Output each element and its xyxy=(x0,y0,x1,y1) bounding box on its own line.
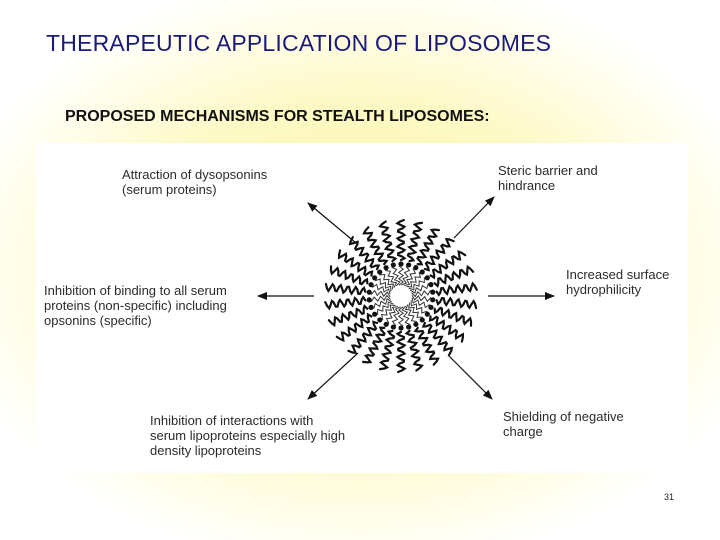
peg-chain xyxy=(413,326,440,366)
lipid-head xyxy=(377,317,383,323)
label-shielding-negative-charge: Shielding of negative charge xyxy=(503,409,624,439)
lipid-tail xyxy=(410,300,428,314)
peg-chain xyxy=(378,220,398,263)
lipid-tail xyxy=(407,302,423,319)
lipid-head xyxy=(366,297,372,303)
peg-chain xyxy=(435,296,478,310)
lipid-tail xyxy=(410,283,429,294)
label-steric-barrier: Steric barrier and hindrance xyxy=(498,163,598,193)
liposome-graphic xyxy=(324,218,478,374)
arrow-inhibition-lipoproteins xyxy=(307,352,359,400)
lipid-tail xyxy=(385,306,398,324)
lipid-tail xyxy=(391,266,401,287)
lipid-head xyxy=(413,265,419,271)
lipid-tail xyxy=(391,306,401,327)
lipid-tail xyxy=(404,268,417,286)
lipid-head xyxy=(424,311,430,317)
peg-chain xyxy=(324,282,367,296)
lipid-tail xyxy=(371,283,391,295)
peg-chain xyxy=(404,329,424,372)
label-attraction-of-dysopsonins: Attraction of dysopsonins (serum protein… xyxy=(122,167,268,197)
lipid-tail xyxy=(411,297,431,309)
stealth-liposome-figure: Attraction of dysopsonins (serum protein… xyxy=(36,143,688,473)
peg-chain xyxy=(395,330,407,374)
lipid-tail xyxy=(371,294,391,303)
lipid-tail xyxy=(370,289,391,298)
lipid-tail xyxy=(404,304,417,322)
lipid-head xyxy=(368,304,374,310)
lipid-tail xyxy=(401,265,411,286)
slide-title: THERAPEUTIC APPLICATION OF LIPOSOMES xyxy=(46,30,552,56)
lipid-tail xyxy=(385,270,398,288)
peg-chain xyxy=(395,218,407,262)
lipid-tail xyxy=(411,289,431,298)
lipid-tail xyxy=(397,265,405,286)
peg-chain xyxy=(327,304,369,328)
peg-chain xyxy=(416,228,440,266)
lipid-head xyxy=(406,262,412,268)
lipid-head xyxy=(372,275,378,281)
peg-chain xyxy=(429,250,467,280)
slide-subtitle: PROPOSED MECHANISMS FOR STEALTH LIPOSOME… xyxy=(65,108,490,125)
peg-chain xyxy=(338,249,374,277)
lipid-head xyxy=(398,261,404,267)
lipid-head xyxy=(428,304,434,310)
lipid-tail xyxy=(401,305,411,326)
lipid-head xyxy=(428,282,434,288)
lipid-tail xyxy=(373,298,392,309)
arrow-shielding-charge xyxy=(447,354,493,400)
label-inhibition-of-lipoprotein-interactions: Inhibition of interactions with serum li… xyxy=(150,413,346,458)
peg-chain xyxy=(406,221,424,263)
arrow-steric-barrier xyxy=(453,196,495,239)
peg-chain xyxy=(329,265,369,286)
lipid-tail xyxy=(374,278,392,292)
peg-chain xyxy=(378,329,396,371)
liposome-diagram xyxy=(257,196,555,400)
lipid-head xyxy=(419,269,425,275)
peg-chain xyxy=(433,264,475,288)
peg-chain xyxy=(362,226,389,266)
lipid-head xyxy=(413,321,419,327)
lipid-head xyxy=(430,297,436,303)
lipid-head xyxy=(398,325,404,331)
peg-chain xyxy=(423,237,455,272)
lipid-head xyxy=(383,321,389,327)
peg-chain xyxy=(348,236,381,271)
lipid-head xyxy=(406,324,412,330)
arrow-attraction xyxy=(307,202,357,244)
peg-chain xyxy=(335,312,373,342)
lipid-tail xyxy=(379,273,395,290)
label-increased-hydrophilicity: Increased surface hydrophilicity xyxy=(566,267,670,297)
lipid-head xyxy=(372,311,378,317)
lipid-head xyxy=(368,282,374,288)
peg-chain xyxy=(435,281,478,297)
peg-chain xyxy=(362,326,386,364)
lipid-head xyxy=(430,289,436,295)
lipid-head xyxy=(383,265,389,271)
lipid-head xyxy=(390,262,396,268)
peg-chain xyxy=(433,306,473,327)
lipid-tail xyxy=(397,306,405,327)
lipid-tail xyxy=(411,294,432,303)
lipid-tail xyxy=(406,271,422,288)
lipid-tail xyxy=(408,277,425,291)
peg-chain xyxy=(324,295,367,311)
lipid-tail xyxy=(377,301,394,315)
page-number: 31 xyxy=(664,492,675,502)
peg-chain xyxy=(428,315,464,343)
lipid-tail xyxy=(380,304,396,321)
mechanism-arrows xyxy=(257,196,555,400)
lipid-head xyxy=(419,317,425,323)
peg-chain xyxy=(421,321,454,356)
label-inhibition-of-binding: Inhibition of binding to all serum prote… xyxy=(44,283,227,328)
lipid-head xyxy=(366,289,372,295)
lipid-head xyxy=(424,275,430,281)
lipid-head xyxy=(390,324,396,330)
peg-chain xyxy=(347,320,379,355)
lipid-head xyxy=(377,269,383,275)
